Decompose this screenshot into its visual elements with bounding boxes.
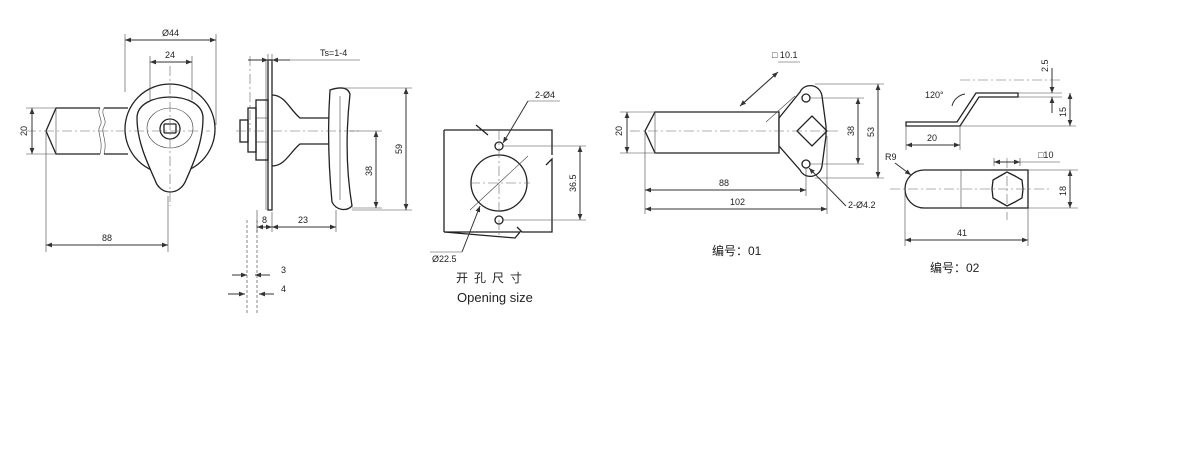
- dim-ts: Ts=1-4: [320, 48, 347, 58]
- dim-2-holes-4: 2-Ø4: [535, 90, 555, 100]
- dim-20-cam01: 20: [614, 126, 624, 136]
- dim-18: 18: [1058, 186, 1068, 196]
- dim-38-side: 38: [364, 166, 374, 176]
- dim-88-cam01: 88: [719, 178, 729, 188]
- dim-41: 41: [957, 228, 967, 238]
- dim-24: 24: [165, 50, 175, 60]
- dim-4: 4: [281, 284, 286, 294]
- dim-53: 53: [866, 127, 876, 137]
- dim-20-cam02: 20: [927, 133, 937, 143]
- cam-01-view: □ 10.1 20 38 53 88 102 2-Ø4.2 编号：01: [614, 50, 884, 258]
- cam-02-caption: 编号：02: [930, 260, 980, 275]
- dim-22-5: Ø22.5: [432, 254, 457, 264]
- opening-size-caption-cn: 开孔尺寸: [456, 271, 528, 285]
- dim-120-deg: 120°: [925, 90, 944, 100]
- dim-23: 23: [298, 215, 308, 225]
- side-view: Ts=1-4 38 59 8 23 3 4: [228, 48, 412, 314]
- dim-3: 3: [281, 265, 286, 275]
- dim-r9: R9: [885, 152, 897, 162]
- dim-44: Ø44: [162, 28, 179, 38]
- dim-36-5: 36.5: [568, 174, 578, 192]
- opening-size-view: 2-Ø4 36.5 Ø22.5 开孔尺寸 Opening size: [430, 90, 586, 305]
- cam-02-view: 20 120° 2.5 15 R9 □10 18 41: [885, 59, 1078, 275]
- cam-01-caption: 编号：01: [712, 243, 762, 258]
- front-view: Ø44 24 20 88: [19, 28, 217, 252]
- dim-2-5: 2.5: [1040, 59, 1050, 72]
- dim-sq-10: □10: [1038, 150, 1053, 160]
- dim-102: 102: [730, 197, 745, 207]
- dim-15: 15: [1058, 107, 1068, 117]
- dim-2-holes-4-2: 2-Ø4.2: [848, 200, 876, 210]
- dim-20-front: 20: [19, 126, 29, 136]
- opening-size-caption-en: Opening size: [457, 290, 533, 305]
- dim-sq-10-1: □ 10.1: [772, 50, 797, 60]
- dim-8: 8: [262, 215, 267, 225]
- dim-59: 59: [394, 144, 404, 154]
- dim-38-cam01: 38: [846, 126, 856, 136]
- dim-88-front: 88: [102, 233, 112, 243]
